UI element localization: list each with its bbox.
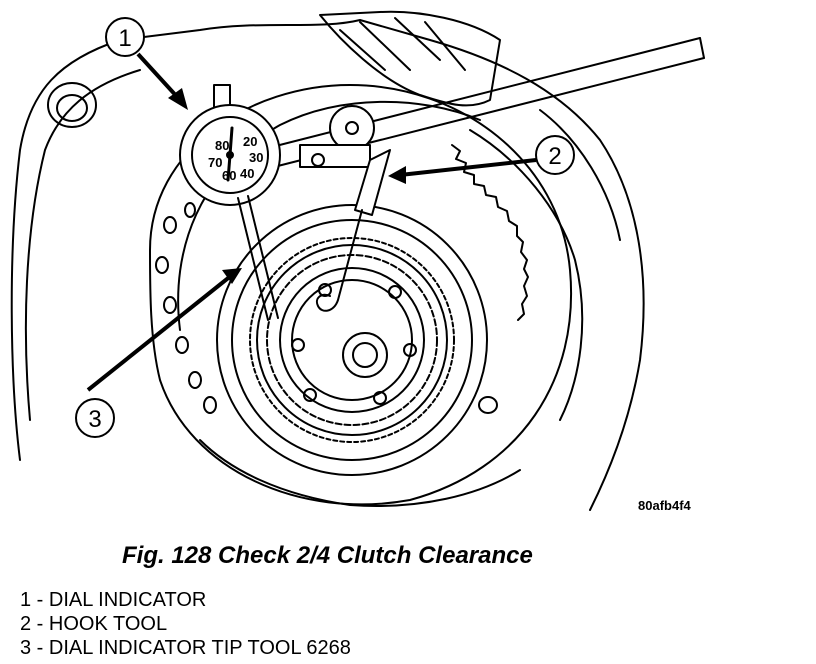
callout-3: 3 [75, 268, 242, 438]
callout-3-number: 3 [88, 406, 101, 433]
bell-housing [149, 84, 573, 506]
callout-2-number: 2 [548, 143, 561, 170]
center-hub [342, 332, 388, 378]
svg-text:70: 70 [208, 155, 222, 170]
callout-1-number: 1 [118, 25, 131, 52]
housing-inner-outline [24, 69, 141, 421]
clutch-ring-outer [216, 204, 488, 476]
callout-2: 2 [388, 135, 575, 184]
legend-item-hook-tool: 2 - HOOK TOOL [20, 613, 168, 635]
housing-port [47, 82, 97, 128]
figure-caption: Fig. 128 Check 2/4 Clutch Clearance [122, 542, 533, 569]
serrated-edge [451, 144, 529, 321]
hook-tool [354, 149, 391, 216]
svg-text:40: 40 [240, 166, 254, 181]
drawing-code: 80afb4f4 [638, 498, 692, 513]
hand-outline [319, 10, 501, 107]
dial-indicator-tip-tool [237, 195, 279, 321]
clamp-knob [329, 105, 375, 151]
legend-item-dial-indicator: 1 - DIAL INDICATOR [20, 589, 207, 611]
legend-list: 1 - DIAL INDICATOR 2 - HOOK TOOL 3 - DIA… [20, 588, 351, 660]
svg-text:60: 60 [222, 168, 236, 183]
svg-text:30: 30 [249, 150, 263, 165]
clutch-clearance-illustration: 80 20 30 70 60 40 1 2 3 80afb4f4 [10, 10, 705, 513]
svg-text:80: 80 [215, 138, 229, 153]
legend-item-tip-tool: 3 - DIAL INDICATOR TIP TOOL 6268 [20, 637, 351, 659]
svg-text:20: 20 [243, 134, 257, 149]
housing-outline [10, 19, 645, 511]
callout-1: 1 [105, 17, 188, 110]
